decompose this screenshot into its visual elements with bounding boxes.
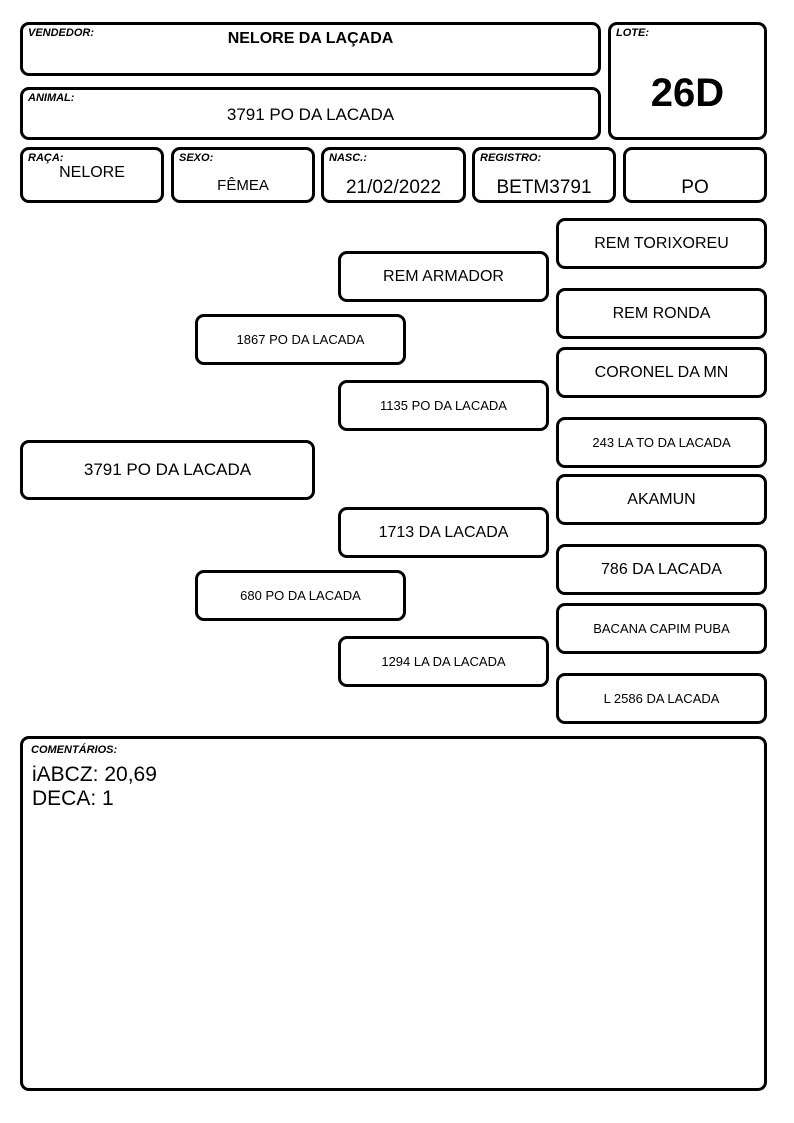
- vendedor-label: VENDEDOR:: [28, 27, 95, 39]
- pedigree-ggp-1-name: REM TORIXOREU: [594, 234, 729, 252]
- registro-value: BETM3791: [496, 177, 592, 198]
- pedigree-ggp-6: 786 DA LACADA: [556, 544, 767, 595]
- pedigree-ggp-7-name: BACANA CAPIM PUBA: [593, 621, 730, 636]
- pedigree-ggp-2: REM RONDA: [556, 288, 767, 339]
- pedigree-sire-name: 1867 PO DA LACADA: [236, 332, 365, 347]
- sexo-label: SEXO:: [179, 152, 214, 164]
- pedigree-sire-dam: 1135 PO DA LACADA: [338, 380, 549, 431]
- pedigree-dam-sire-name: 1713 DA LACADA: [378, 523, 509, 541]
- comments-text: iABCZ: 20,69 DECA: 1: [32, 763, 157, 811]
- comments-box: COMENTÁRIOS: iABCZ: 20,69 DECA: 1: [20, 736, 767, 1091]
- nasc-label: NASC.:: [329, 152, 367, 164]
- pedigree-dam-dam: 1294 LA DA LACADA: [338, 636, 549, 687]
- vendedor-value: NELORE DA LAÇADA: [227, 30, 394, 47]
- categoria-box: PO: [623, 147, 767, 203]
- pedigree-ggp-3-name: CORONEL DA MN: [594, 363, 729, 381]
- comment-line-iabcz: iABCZ: 20,69: [32, 763, 157, 786]
- pedigree-ggp-8: L 2586 DA LACADA: [556, 673, 767, 724]
- pedigree-sire-dam-name: 1135 PO DA LACADA: [380, 398, 507, 413]
- raca-box: RAÇA: NELORE: [20, 147, 164, 203]
- pedigree-animal-name: 3791 PO DA LACADA: [83, 460, 252, 479]
- pedigree-ggp-4: 243 LA TO DA LACADA: [556, 417, 767, 468]
- pedigree-ggp-2-name: REM RONDA: [612, 304, 711, 322]
- raca-value: NELORE: [59, 164, 125, 181]
- pedigree-ggp-4-name: 243 LA TO DA LACADA: [592, 435, 731, 450]
- comment-line-deca: DECA: 1: [32, 787, 114, 810]
- pedigree-ggp-5: AKAMUN: [556, 474, 767, 525]
- pedigree-sire: 1867 PO DA LACADA: [195, 314, 406, 365]
- lote-label: LOTE:: [616, 27, 649, 39]
- registro-label: REGISTRO:: [480, 152, 542, 164]
- pedigree-ggp-5-name: AKAMUN: [627, 490, 696, 508]
- pedigree-sire-sire: REM ARMADOR: [338, 251, 549, 302]
- pedigree-animal: 3791 PO DA LACADA: [20, 440, 315, 500]
- vendedor-box: VENDEDOR: NELORE DA LAÇADA: [20, 22, 601, 76]
- pedigree-sire-sire-name: REM ARMADOR: [383, 267, 504, 285]
- nasc-value: 21/02/2022: [345, 177, 442, 198]
- pedigree-dam-name: 680 PO DA LACADA: [240, 588, 361, 603]
- pedigree-ggp-1: REM TORIXOREU: [556, 218, 767, 269]
- registro-box: REGISTRO: BETM3791: [472, 147, 616, 203]
- pedigree-ggp-3: CORONEL DA MN: [556, 347, 767, 398]
- animal-label: ANIMAL:: [28, 92, 75, 104]
- animal-box: ANIMAL: 3791 PO DA LACADA: [20, 87, 601, 140]
- nasc-box: NASC.: 21/02/2022: [321, 147, 466, 203]
- pedigree-dam-sire: 1713 DA LACADA: [338, 507, 549, 558]
- pedigree-ggp-6-name: 786 DA LACADA: [601, 560, 722, 578]
- sexo-value: FÊMEA: [217, 177, 269, 194]
- comments-label: COMENTÁRIOS:: [31, 744, 118, 756]
- pedigree-ggp-8-name: L 2586 DA LACADA: [603, 691, 720, 706]
- pedigree-ggp-7: BACANA CAPIM PUBA: [556, 603, 767, 654]
- sexo-box: SEXO: FÊMEA: [171, 147, 315, 203]
- animal-value: 3791 PO DA LACADA: [226, 105, 395, 124]
- pedigree-dam-dam-name: 1294 LA DA LACADA: [381, 654, 506, 669]
- lote-value: 26D: [650, 71, 725, 115]
- lote-box: LOTE: 26D: [608, 22, 767, 140]
- raca-label: RAÇA:: [28, 152, 64, 164]
- pedigree-dam: 680 PO DA LACADA: [195, 570, 406, 621]
- categoria-value: PO: [681, 177, 709, 198]
